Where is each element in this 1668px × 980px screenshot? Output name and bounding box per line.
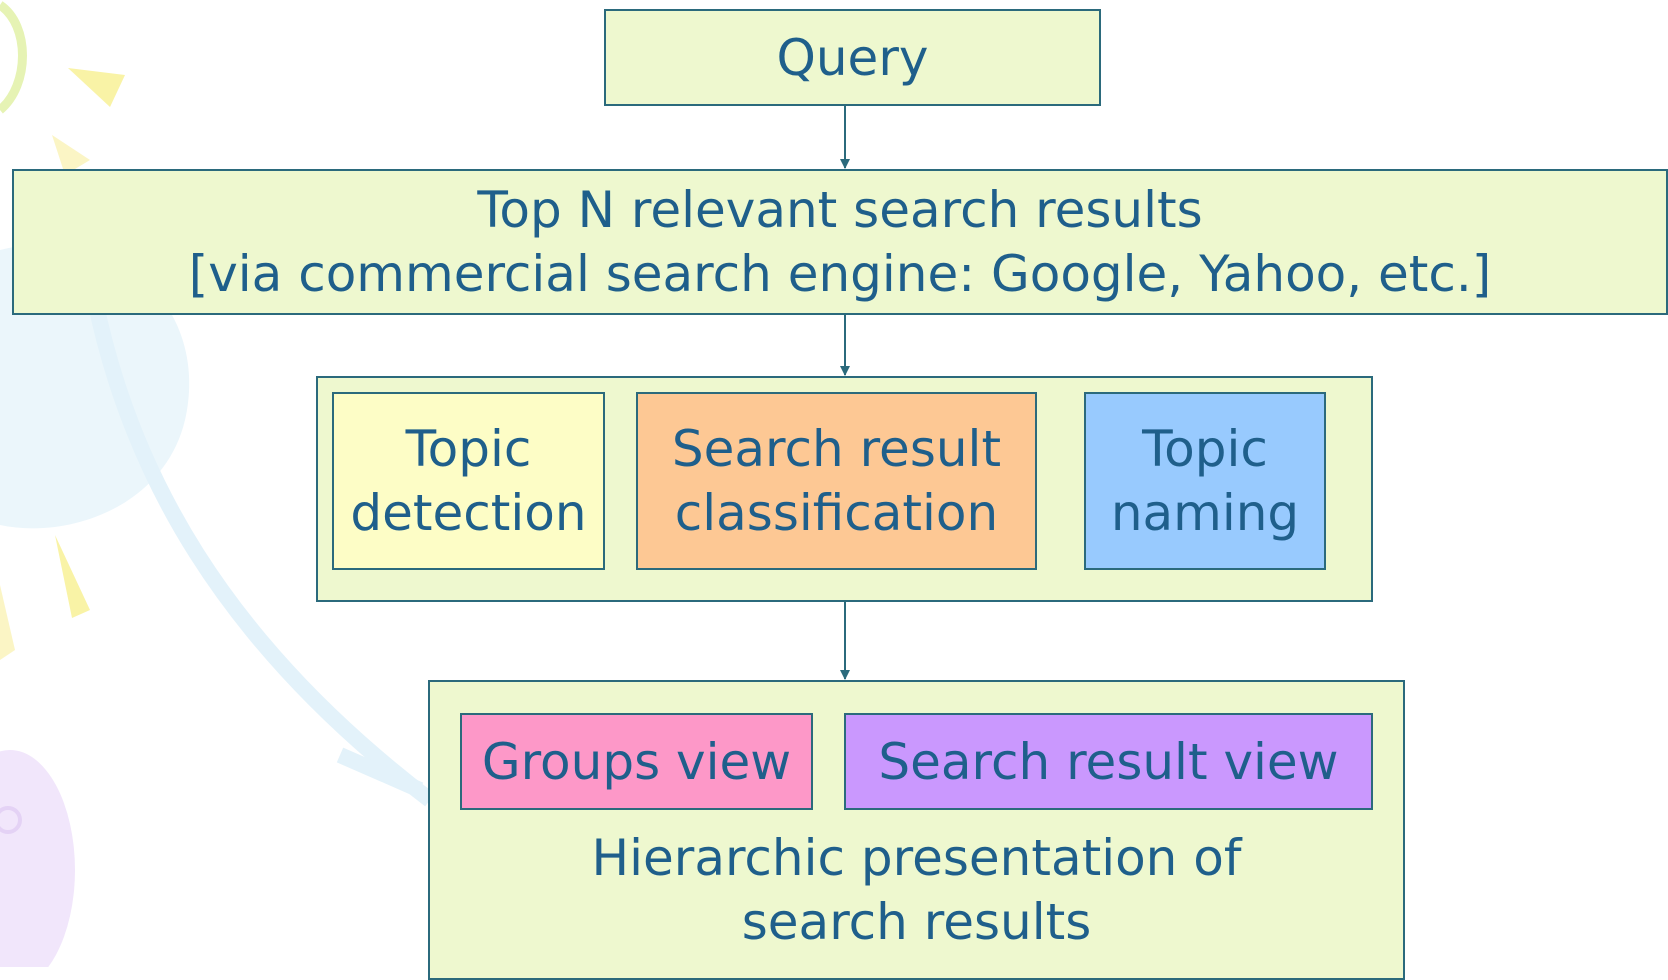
search-results-node: Top N relevant search results [via comme… bbox=[12, 169, 1668, 315]
classification-label-line1: Search result bbox=[671, 420, 1002, 478]
decorative-balloon-purple bbox=[0, 750, 75, 967]
search-result-view-label: Search result view bbox=[878, 732, 1339, 791]
search-result-classification-node: Search result classification bbox=[636, 392, 1037, 570]
search-result-view-node: Search result view bbox=[844, 713, 1373, 810]
decorative-balloon-purple-ring bbox=[0, 806, 22, 834]
query-node: Query bbox=[604, 9, 1101, 106]
decorative-arc-blue bbox=[87, 298, 435, 807]
decorative-sun-ray-1 bbox=[68, 68, 125, 107]
decorative-arc-blue-2 bbox=[336, 747, 424, 798]
decorative-sun-ray-2 bbox=[52, 135, 90, 175]
groups-view-node: Groups view bbox=[460, 713, 813, 810]
search-results-source: [via commercial search engine: Google, Y… bbox=[188, 245, 1492, 303]
decorative-swirl-green bbox=[0, 1, 27, 114]
topic-naming-label-line1: Topic bbox=[1142, 420, 1268, 478]
topic-detection-label-line1: Topic bbox=[405, 420, 532, 478]
decorative-sun-ray-3 bbox=[55, 535, 90, 618]
decorative-sun-ray-4 bbox=[0, 585, 15, 660]
groups-view-label: Groups view bbox=[481, 732, 792, 791]
hierarchic-presentation-caption: Hierarchic presentation of search result… bbox=[428, 826, 1405, 954]
topic-detection-label-line2: detection bbox=[350, 484, 587, 542]
search-results-title: Top N relevant search results bbox=[477, 181, 1203, 239]
topic-naming-label-line2: naming bbox=[1110, 484, 1300, 542]
classification-label-line2: classification bbox=[674, 484, 999, 542]
presentation-caption-line1: Hierarchic presentation of bbox=[591, 829, 1242, 887]
query-label: Query bbox=[776, 28, 929, 87]
topic-detection-node: Topic detection bbox=[332, 392, 605, 570]
topic-naming-node: Topic naming bbox=[1084, 392, 1326, 570]
presentation-caption-line2: search results bbox=[741, 893, 1092, 951]
